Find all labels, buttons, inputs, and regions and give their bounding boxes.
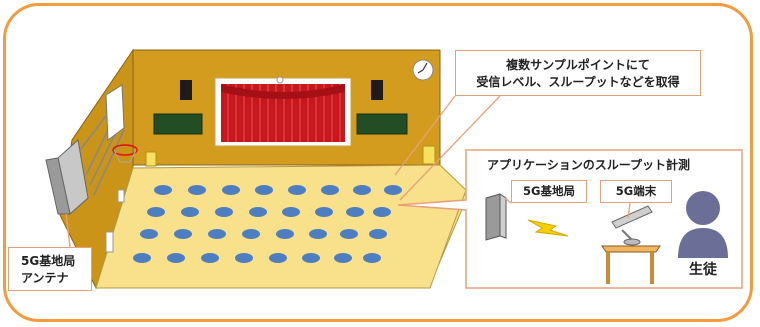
sample-point xyxy=(249,207,267,217)
callout-line: 複数サンプルポイントにて xyxy=(506,58,650,72)
app-panel-title: アプリケーションのスループット計測 xyxy=(487,158,691,172)
sample-point xyxy=(353,185,371,195)
sample-point xyxy=(154,185,172,195)
sample-point xyxy=(188,185,206,195)
callout-pointer-top xyxy=(394,95,456,176)
antenna-panel-icon xyxy=(45,99,125,215)
sample-point xyxy=(269,253,287,263)
callout-pointer-antenna xyxy=(65,213,71,248)
sample-point xyxy=(276,229,294,239)
sample-point xyxy=(181,207,199,217)
terminal-label: 5G端末 xyxy=(600,180,672,203)
sample-point xyxy=(384,185,402,195)
antenna-callout: 5G基地局 アンテナ xyxy=(8,247,92,291)
smartphone-icon xyxy=(611,205,653,246)
sample-point xyxy=(309,229,327,239)
window-right xyxy=(371,80,383,100)
callout-line: アンテナ xyxy=(21,271,69,285)
sample-point xyxy=(235,253,253,263)
sample-point xyxy=(174,229,192,239)
callout-line: 受信レベル、スループットなどを取得 xyxy=(476,75,680,89)
callout-line: 5G基地局 xyxy=(21,254,76,268)
sample-point xyxy=(315,207,333,217)
student-icon xyxy=(678,191,728,258)
student-label: 生徒 xyxy=(689,262,717,278)
sample-point xyxy=(201,253,219,263)
sample-point xyxy=(373,207,391,217)
sample-point xyxy=(222,185,240,195)
sample-point xyxy=(255,185,273,195)
sample-point xyxy=(208,229,226,239)
sample-point xyxy=(215,207,233,217)
sample-point xyxy=(340,229,358,239)
sample-point xyxy=(302,253,320,263)
sample-point xyxy=(133,253,151,263)
sample-points xyxy=(133,185,402,263)
lightning-bolt-icon xyxy=(527,219,569,237)
desk-icon xyxy=(601,245,661,284)
base-station-label: 5G基地局 xyxy=(511,180,587,203)
sample-point xyxy=(321,185,339,195)
sample-point xyxy=(288,185,306,195)
sample-point xyxy=(334,253,352,263)
sample-point xyxy=(363,253,381,263)
stage-curtain-icon xyxy=(214,76,352,147)
sample-point xyxy=(147,207,165,217)
sample-point xyxy=(167,253,185,263)
sample-point xyxy=(282,207,300,217)
sample-point xyxy=(346,207,364,217)
window-left xyxy=(180,80,192,100)
sample-point xyxy=(369,229,387,239)
sample-point xyxy=(140,229,158,239)
basketball-hoop-icon xyxy=(105,84,138,163)
sample-points-callout: 複数サンプルポイントにて 受信レベル、スループットなどを取得 xyxy=(455,50,701,96)
base-station-icon xyxy=(485,193,507,241)
board-left xyxy=(153,113,203,135)
board-right xyxy=(356,113,408,135)
sample-point xyxy=(242,229,260,239)
clock-icon xyxy=(412,59,434,81)
